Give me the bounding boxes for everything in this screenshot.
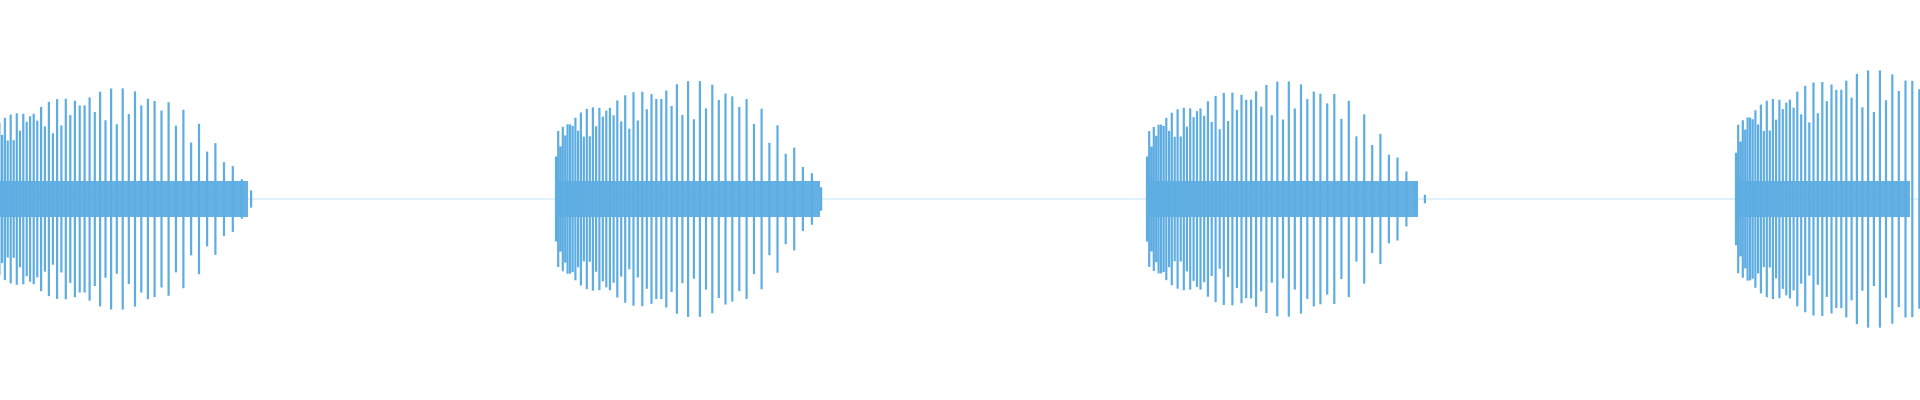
- waveform-burst: [1145, 81, 1426, 317]
- waveform-burst-core: [1736, 181, 1910, 217]
- waveform-burst: [554, 81, 823, 317]
- waveform-bursts: [0, 70, 1920, 328]
- waveform-burst: [0, 88, 253, 310]
- waveform-burst-core: [0, 181, 248, 217]
- waveform-burst-core: [1147, 181, 1418, 217]
- waveform-burst: [1734, 70, 1920, 328]
- waveform-burst-core: [556, 181, 820, 217]
